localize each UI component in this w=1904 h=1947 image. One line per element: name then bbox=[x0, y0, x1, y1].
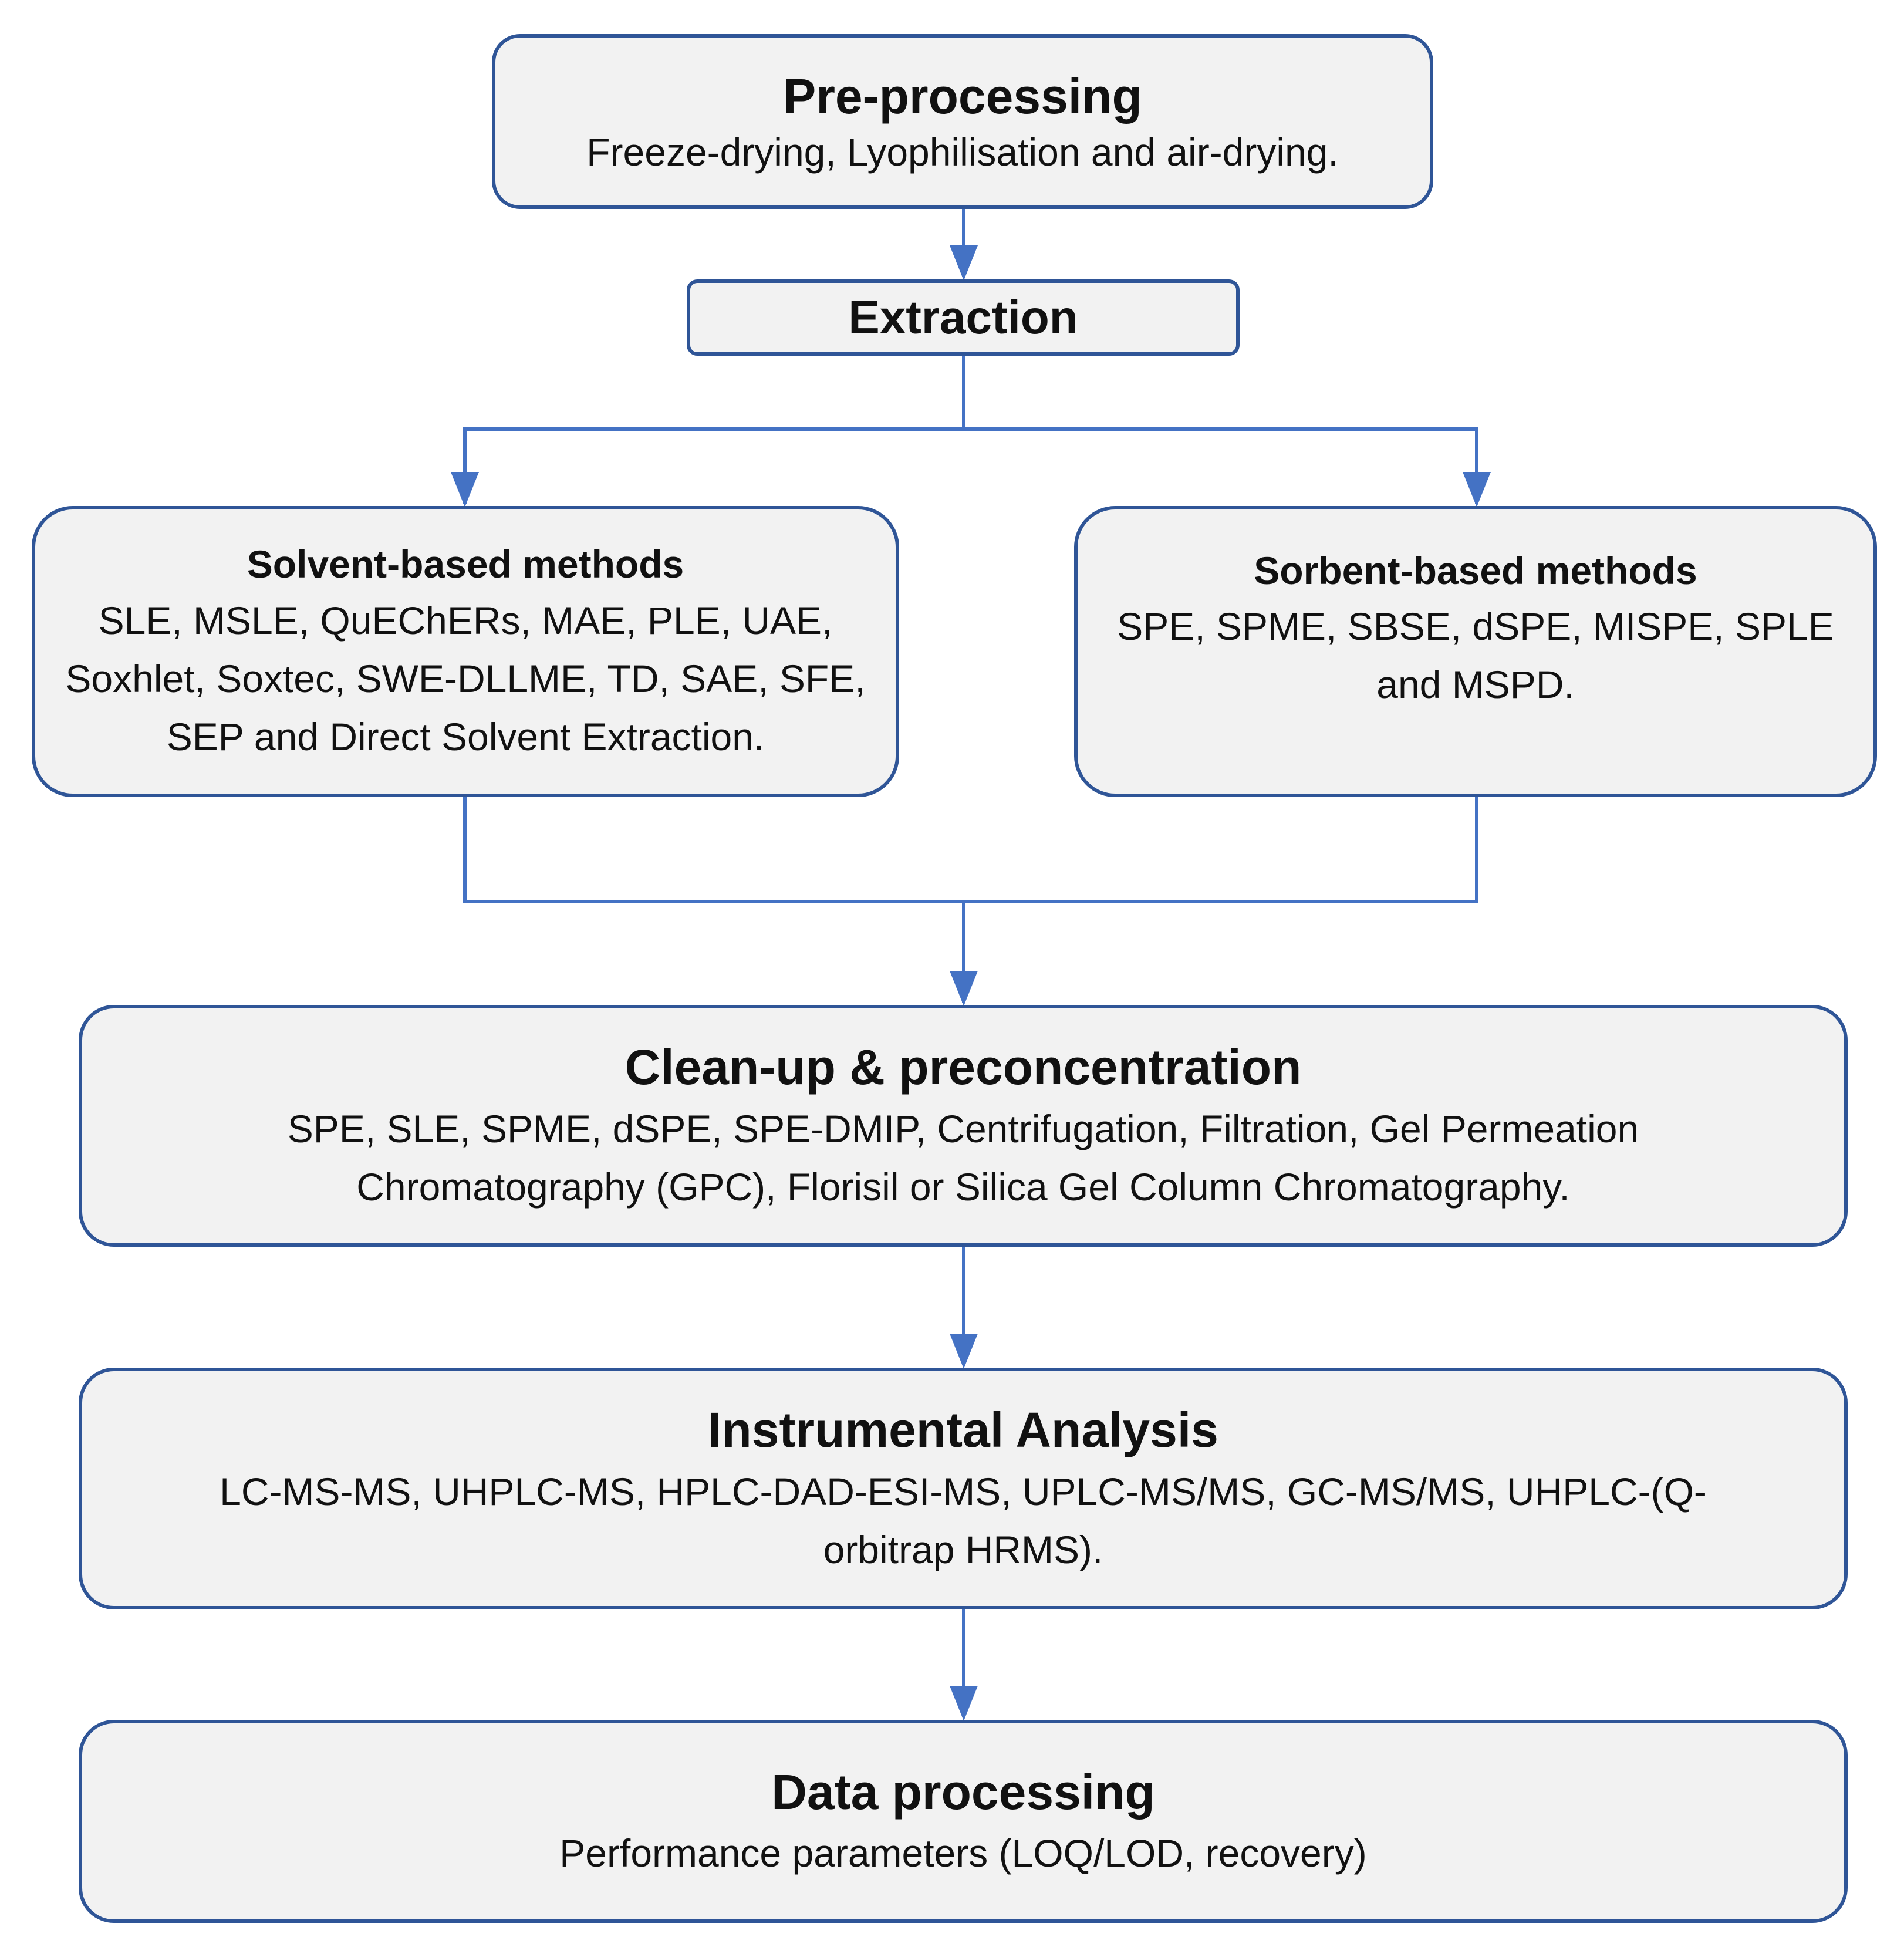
sorbent-based-title: Sorbent-based methods bbox=[1254, 549, 1697, 592]
solvent-based-body: SLE, MSLE, QuEChERs, MAE, PLE, UAE, Soxh… bbox=[65, 598, 866, 758]
solvent-based-box: Solvent-based methods SLE, MSLE, QuEChER… bbox=[32, 506, 899, 797]
connector-merge bbox=[463, 797, 1478, 903]
extraction-title: Extraction bbox=[848, 291, 1078, 343]
sorbent-based-body: SPE, SPME, SBSE, dSPE, MISPE, SPLE and M… bbox=[1117, 605, 1834, 707]
solvent-based-title: Solvent-based methods bbox=[247, 542, 684, 586]
pre-processing-body: Freeze-drying, Lyophilisation and air-dr… bbox=[586, 130, 1339, 174]
instrumental-analysis-body: LC-MS-MS, UHPLC-MS, HPLC-DAD-ESI-MS, UPL… bbox=[220, 1469, 1707, 1571]
data-processing-title: Data processing bbox=[771, 1764, 1155, 1820]
data-processing-box: Data processing Performance parameters (… bbox=[79, 1720, 1848, 1923]
arrow-to-sorbent-based bbox=[964, 427, 1491, 507]
cleanup-title: Clean-up & preconcentration bbox=[624, 1040, 1302, 1095]
sorbent-based-box: Sorbent-based methods SPE, SPME, SBSE, d… bbox=[1074, 506, 1877, 797]
extraction-box: Extraction bbox=[687, 279, 1240, 356]
pre-processing-box: Pre-processing Freeze-drying, Lyophilisa… bbox=[492, 34, 1433, 209]
pre-processing-title: Pre-processing bbox=[783, 69, 1142, 124]
data-processing-body: Performance parameters (LOQ/LOD, recover… bbox=[559, 1831, 1367, 1875]
cleanup-body: SPE, SLE, SPME, dSPE, SPE-DMIP, Centrifu… bbox=[287, 1106, 1639, 1209]
instrumental-analysis-title: Instrumental Analysis bbox=[708, 1402, 1218, 1458]
cleanup-box: Clean-up & preconcentration SPE, SLE, SP… bbox=[79, 1005, 1848, 1247]
instrumental-analysis-box: Instrumental Analysis LC-MS-MS, UHPLC-MS… bbox=[79, 1368, 1848, 1609]
arrow-to-solvent-based bbox=[451, 427, 964, 507]
